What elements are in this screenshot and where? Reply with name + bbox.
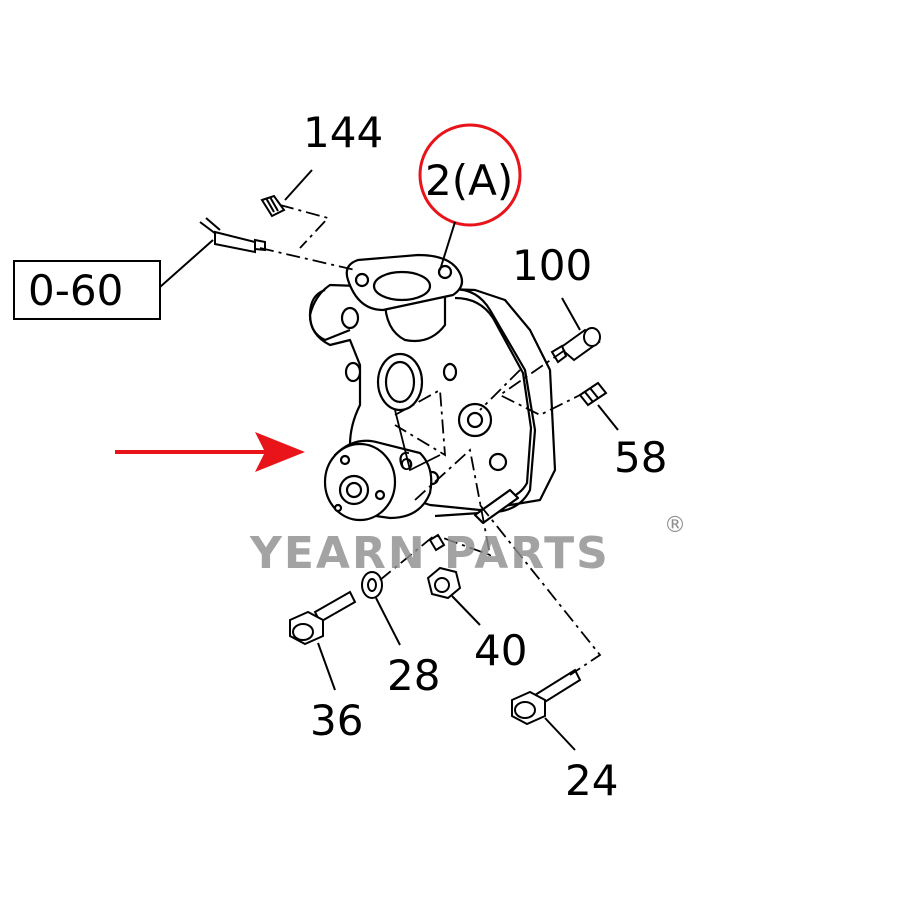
part-40-nut [426, 566, 462, 600]
part-24-bolt [511, 668, 582, 726]
callout-2a: 2(A) [425, 156, 513, 205]
pulley-hub-flange [323, 439, 433, 522]
callout-144: 144 [303, 108, 383, 157]
dash-dot-centerlines [259, 204, 602, 676]
part-58-plug [578, 381, 608, 407]
callout-24: 24 [565, 756, 618, 805]
callout-40: 40 [474, 626, 527, 675]
part-36-bolt [289, 590, 357, 646]
part-060-sensor [199, 217, 266, 254]
watermark-registered-mark: ® [664, 513, 686, 538]
callout-060: 0-60 [28, 266, 123, 315]
red-pointer-arrow [115, 432, 305, 472]
callout-6: 6 [395, 447, 416, 478]
part-6-bracket [394, 409, 441, 472]
callout-100: 100 [512, 241, 592, 290]
highlight-circle [418, 123, 522, 227]
watermark-text: YEARN PARTS [249, 528, 610, 579]
leader-lines [159, 169, 619, 751]
part-6-stud [428, 533, 446, 552]
callout-28: 28 [387, 651, 440, 700]
callout-36: 36 [310, 696, 363, 745]
callout-box-060 [13, 260, 161, 320]
callout-58: 58 [614, 433, 667, 482]
part-144-plug [260, 194, 286, 218]
part-100-stud [550, 327, 601, 364]
part-28-washer [361, 571, 383, 599]
